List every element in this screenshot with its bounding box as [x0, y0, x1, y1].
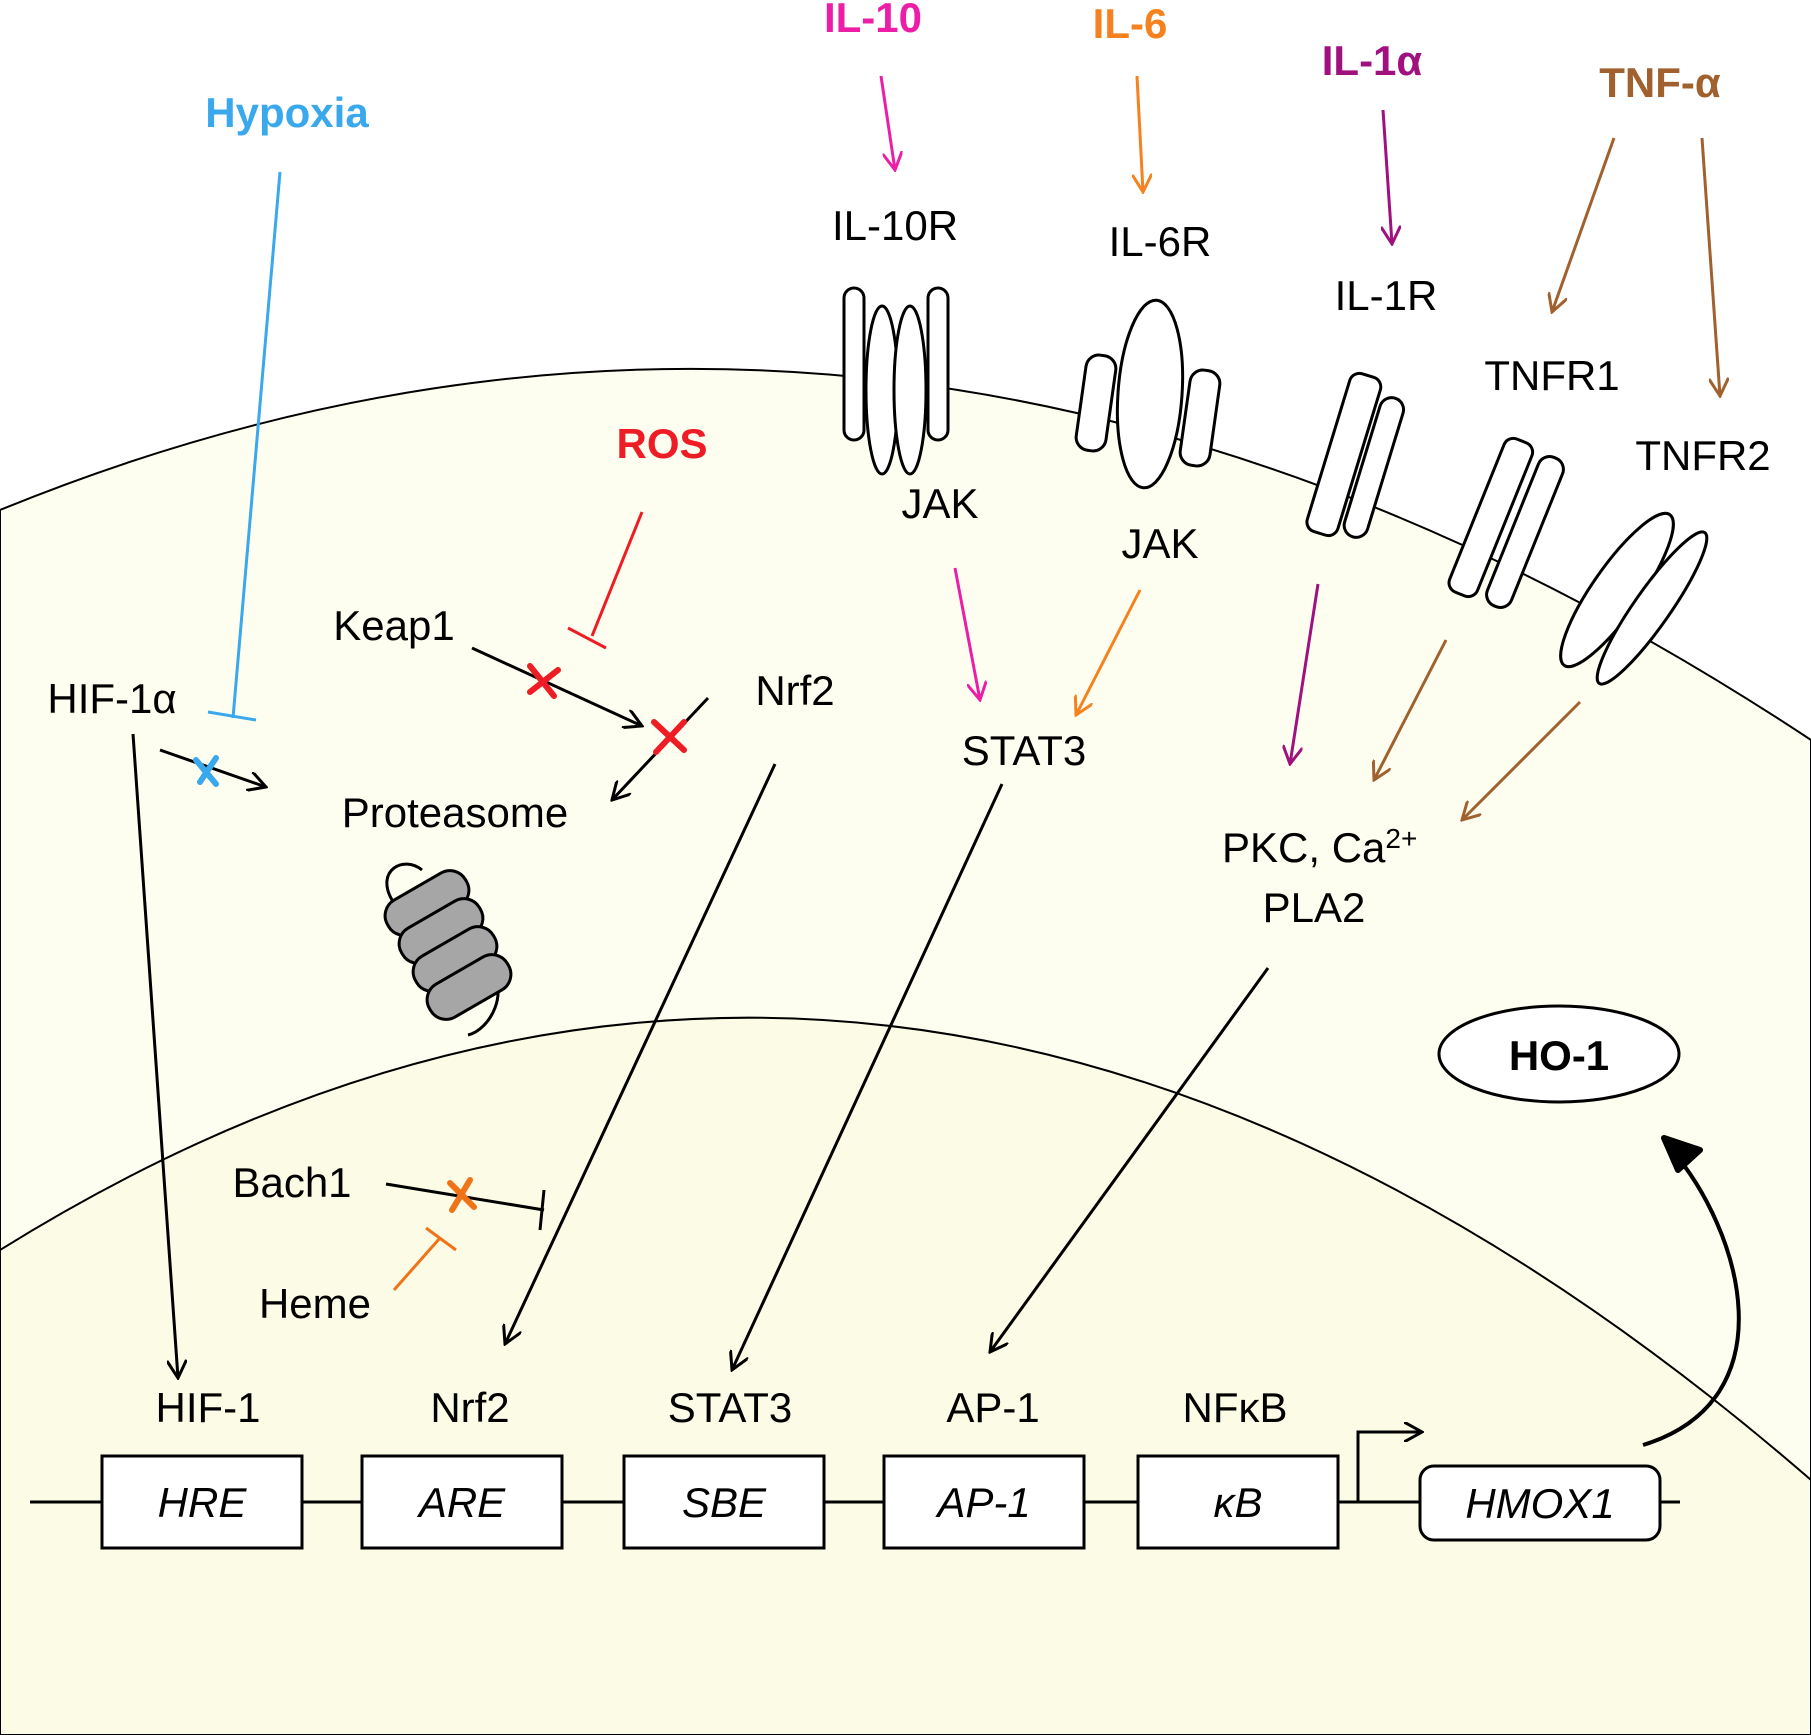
heme-inhibition-line: [392, 1226, 457, 1291]
factor-label-stat3: STAT3: [668, 1384, 792, 1431]
tnfr2-receptor: [1559, 511, 1709, 686]
jak-label-il10: JAK: [901, 480, 978, 527]
pkc-ca-text: PKC, Ca: [1222, 824, 1386, 871]
jak-to-stat3-arrow-il6: [1076, 589, 1142, 715]
bach1-label: Bach1: [232, 1159, 351, 1206]
nrf2-to-nucleus-arrow: [505, 763, 777, 1344]
il6r-label: IL-6R: [1109, 218, 1212, 265]
hif1a-block-mark: [193, 755, 219, 787]
ho1-label: HO-1: [1509, 1032, 1609, 1079]
hif1a-label: HIF-1α: [47, 675, 176, 722]
hypoxia-label: Hypoxia: [205, 89, 369, 136]
hypoxia-inhibition-line: [207, 171, 282, 722]
factor-label-ap1: AP-1: [946, 1384, 1039, 1431]
are-box: [360, 1454, 564, 1550]
il10r-label: IL-10R: [832, 202, 958, 249]
promoter-elements: [100, 1454, 1340, 1550]
hmox1-to-ho1-arrow: [1642, 1146, 1741, 1447]
ros-label: ROS: [616, 420, 707, 467]
pla2-label: PLA2: [1263, 884, 1366, 931]
stat3-to-nucleus-arrow: [732, 783, 1004, 1370]
element-sbe: SBE: [682, 1479, 767, 1526]
tnfa-to-receptor-arrows: [1552, 137, 1720, 396]
jak-label-il6: JAK: [1121, 520, 1198, 567]
hif1a-to-hif1-arrow: [131, 733, 178, 1378]
il1r-label: IL-1R: [1335, 272, 1438, 319]
hre-box: [100, 1454, 304, 1550]
hmox1-gene-box: [1418, 1464, 1662, 1542]
factor-label-nfkb: NFκB: [1183, 1384, 1288, 1431]
tnfr1-to-pkc-arrow: [1374, 639, 1448, 780]
il1-receptor: [1305, 371, 1406, 539]
hmox1-label: HMOX1: [1465, 1480, 1614, 1527]
element-hre: HRE: [158, 1479, 248, 1526]
il6-to-receptor-arrow: [1137, 75, 1143, 192]
il1a-label: IL-1α: [1322, 37, 1423, 84]
il10-label: IL-10: [824, 0, 922, 41]
bach1-block-mark: [447, 1177, 477, 1213]
il6-receptor: [1074, 298, 1222, 490]
jak-to-stat3-arrow-il10: [953, 567, 980, 700]
il6-label: IL-6: [1093, 0, 1168, 47]
proteasome-icon: [383, 862, 513, 1037]
keap1-to-nrf2-arrow: [471, 646, 642, 726]
pkc-ca-superscript: 2+: [1385, 823, 1417, 854]
factor-label-nrf2: Nrf2: [430, 1384, 509, 1431]
element-ap1: AP-1: [934, 1479, 1030, 1526]
il1r-to-pkc-arrow: [1290, 583, 1320, 764]
ho1-oval: [1437, 1004, 1681, 1104]
keap1-block-mark: [527, 663, 561, 699]
tnfr1-label: TNFR1: [1484, 352, 1619, 399]
kb-box: [1136, 1454, 1340, 1550]
il10-to-receptor-arrow: [879, 75, 895, 170]
element-kb: κB: [1213, 1479, 1262, 1526]
il1a-to-receptor-arrow: [1383, 109, 1392, 244]
factor-label-hif1: HIF-1: [156, 1384, 261, 1431]
nrf2-cytoplasm-label: Nrf2: [755, 667, 834, 714]
pkc-to-ap1-arrow: [990, 967, 1270, 1352]
stat3-cytoplasm-label: STAT3: [962, 727, 1086, 774]
nuclear-membrane: [0, 1016, 1811, 1735]
element-are: ARE: [416, 1479, 506, 1526]
proteasome-label: Proteasome: [342, 789, 568, 836]
sbe-box: [622, 1454, 826, 1550]
ap1-box: [882, 1454, 1086, 1550]
heme-label: Heme: [259, 1280, 371, 1327]
tnfr1-receptor: [1447, 436, 1565, 609]
hif1a-to-proteasome-arrow: [159, 748, 266, 787]
tnfr2-to-pkc-arrow: [1462, 700, 1582, 820]
ros-inhibition-line: [567, 511, 644, 650]
tnfr2-label: TNFR2: [1635, 432, 1770, 479]
tnfa-label: TNF-α: [1599, 59, 1721, 106]
ho1-arrowhead: [1661, 1135, 1703, 1173]
proteasome-block-mark: [651, 719, 687, 755]
transcription-start-arrow: [1356, 1432, 1422, 1502]
keap1-label: Keap1: [333, 602, 454, 649]
il10-receptor: [842, 286, 950, 476]
pkc-ca-label: PKC, Ca2+: [1222, 823, 1417, 871]
